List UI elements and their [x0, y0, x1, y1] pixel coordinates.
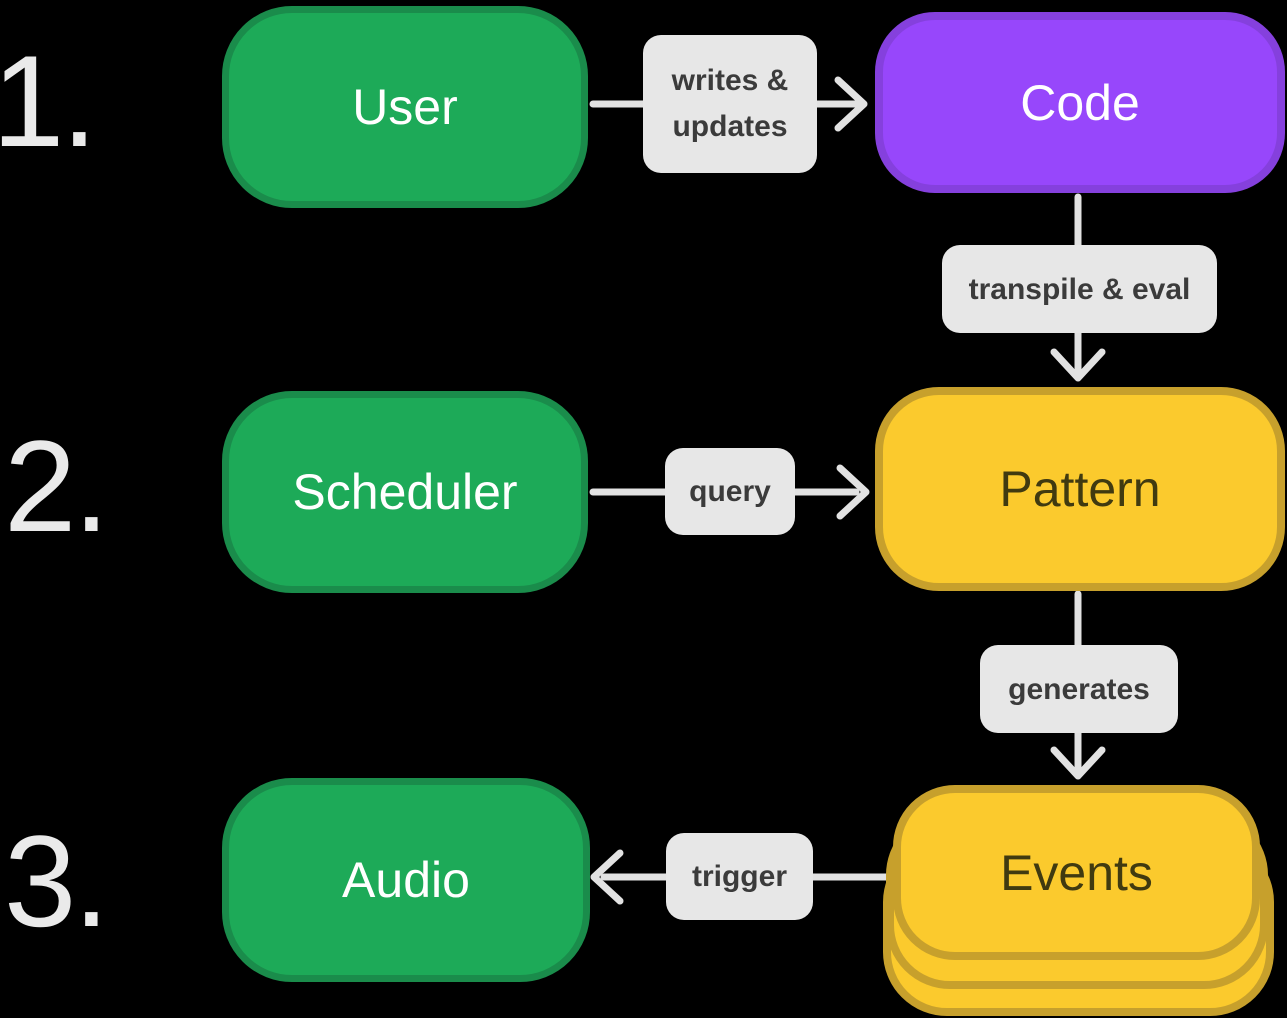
node-audio-label: Audio	[342, 852, 470, 908]
node-events: Events	[893, 785, 1260, 960]
edge-label-writes-updates-line2: updates	[672, 110, 788, 143]
step-number-3: 3.	[4, 808, 109, 954]
node-scheduler: Scheduler	[222, 391, 588, 593]
edge-label-generates-text: generates	[1008, 672, 1150, 706]
node-code-label: Code	[1020, 74, 1140, 131]
edge-label-trigger-text: trigger	[691, 860, 787, 893]
edge-label-query: query	[665, 448, 795, 535]
arrow-scheduler-pattern-head-icon	[836, 464, 870, 520]
arrow-code-pattern-head-icon	[1050, 348, 1106, 382]
edge-label-trigger: trigger	[666, 833, 813, 920]
edge-label-transpile-eval-text: transpile & eval	[968, 272, 1191, 306]
node-pattern: Pattern	[875, 387, 1285, 591]
arrow-user-code-head-icon	[834, 76, 868, 132]
edge-label-writes-updates: writes & updates	[643, 35, 817, 173]
node-scheduler-label: Scheduler	[292, 464, 518, 520]
step-number-2: 2.	[4, 413, 109, 559]
node-user-label: User	[352, 79, 458, 135]
edge-label-writes-updates-line1: writes &	[671, 63, 789, 97]
arrow-pattern-events-head-icon	[1050, 746, 1106, 780]
arrow-events-audio-head-icon	[590, 849, 624, 905]
node-pattern-label: Pattern	[999, 461, 1161, 517]
node-user: User	[222, 6, 588, 208]
node-code: Code	[875, 12, 1285, 193]
edge-label-query-text: query	[689, 475, 771, 508]
node-audio: Audio	[222, 778, 590, 982]
node-events-label: Events	[1000, 844, 1153, 901]
edge-label-generates: generates	[980, 645, 1178, 733]
edge-label-transpile-eval: transpile & eval	[942, 245, 1217, 333]
step-number-1: 1.	[0, 28, 97, 174]
